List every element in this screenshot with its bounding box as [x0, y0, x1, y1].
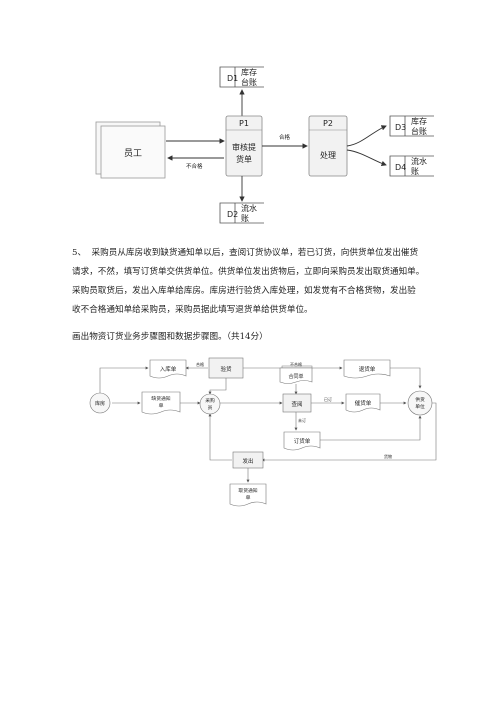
store-d3: D3 库存 台账 — [389, 115, 434, 137]
process-p2: P2 处理 — [308, 115, 348, 177]
doc-shortage-notice-line1: 缺货通知 — [151, 395, 170, 402]
doc-pickup-notice-line2: 单 — [246, 494, 251, 501]
entity-warehouse-label: 库房 — [95, 400, 105, 407]
process-acceptance-label: 验货 — [220, 365, 232, 373]
store-d4-label2: 账 — [411, 167, 419, 176]
question-5-line-4: 收不合格通知单给采购员，采购员据此填写退货单给供货单位。 — [72, 305, 313, 315]
question-5-line-1-text: 采购员从库房收到缺货通知单以后，查阅订货协议单，若已订货，向供货单位发出催货 — [91, 248, 419, 258]
doc-order-form: 订货单 — [283, 431, 321, 451]
question-number: 5、 — [72, 248, 87, 258]
entity-buyer-line2: 员 — [208, 405, 213, 411]
store-d1-label1: 库存 — [241, 67, 257, 77]
entity-employee: 员工 — [95, 121, 166, 179]
store-d1-label2: 台账 — [241, 77, 257, 87]
doc-pickup-notice-line1: 取货通知 — [238, 487, 257, 494]
flow-label-goods: 货物 — [384, 453, 392, 459]
store-d4-id: D4 — [395, 163, 406, 172]
store-d4-label1: 流水 — [411, 156, 427, 166]
data-flow-diagram: D1 库存 台账 员工 不合格 P1 审核提 货单 合格 D2 流水 账 P2 — [95, 66, 434, 224]
arrow-p2-to-d3 — [346, 125, 387, 147]
business-flowchart: 入库单 合格 验货 不合格 退货单 库房 缺货通知 单 采购 员 合同单 查阅 … — [89, 357, 437, 507]
doc-inbound-form: 入库单 — [149, 359, 187, 379]
process-p2-id: P2 — [323, 119, 333, 128]
store-d3-id: D3 — [395, 123, 406, 132]
entity-buyer-line1: 采购 — [205, 397, 215, 404]
entity-buyer: 采购 员 — [199, 393, 221, 415]
doc-shortage-notice-line2: 单 — [159, 402, 164, 409]
store-d3-label2: 台账 — [411, 126, 427, 136]
question-5-line-2: 请求，不然，填写订货单交供货单位。供货单位发出货物后，立即向采购员发出取货通知单… — [72, 267, 425, 277]
question-5-line-1: 5、 采购员从库房收到缺货通知单以后，查阅订货协议单，若已订货，向供货单位发出催… — [72, 244, 444, 263]
entity-supplier: 供货 单位 — [407, 390, 433, 416]
doc-urge-form-label: 催货单 — [355, 399, 372, 407]
process-p1-id: P1 — [239, 119, 249, 128]
doc-urge-form: 催货单 — [345, 393, 381, 413]
process-p1: P1 审核提 货单 — [225, 115, 263, 177]
doc-return-form: 退货单 — [343, 359, 391, 379]
label-pass: 合格 — [279, 133, 291, 141]
process-p1-line2: 货单 — [236, 154, 252, 164]
arrow-p2-to-d4 — [346, 149, 387, 167]
doc-return-form-label: 退货单 — [359, 365, 376, 373]
flow-label-pass: 合格 — [196, 361, 204, 367]
doc-contract-label: 合同单 — [288, 373, 303, 380]
process-ship: 发出 — [232, 451, 264, 469]
process-p1-line1: 审核提 — [232, 142, 256, 152]
store-d2: D2 流水 账 — [219, 202, 264, 224]
store-d2-label1: 流水 — [241, 203, 257, 213]
doc-pickup-notice: 取货通知 单 — [229, 483, 267, 507]
process-p2-label: 处理 — [320, 150, 336, 160]
process-lookup-label: 查阅 — [291, 400, 302, 408]
store-d1-id: D1 — [227, 74, 238, 83]
entity-employee-label: 员工 — [124, 148, 142, 159]
process-acceptance: 验货 — [208, 357, 244, 379]
question-5-line-3: 采购员取货后，发出入库单给库房。库房进行验货入库处理，如发觉有不合格货物，发出验 — [72, 286, 416, 296]
store-d2-id: D2 — [227, 210, 238, 219]
store-d3-label1: 库存 — [411, 116, 427, 126]
doc-shortage-notice: 缺货通知 单 — [141, 391, 181, 415]
process-ship-label: 发出 — [242, 457, 253, 465]
question-5-paragraph: 5、 采购员从库房收到缺货通知单以后，查阅订货协议单，若已订货，向供货单位发出催… — [72, 244, 444, 320]
entity-supplier-line2: 单位 — [415, 403, 425, 410]
entity-supplier-line1: 供货 — [415, 396, 425, 403]
flow-label-ordered: 已订 — [324, 396, 332, 402]
doc-inbound-form-label: 入库单 — [160, 365, 177, 373]
store-d4: D4 流水 账 — [389, 155, 434, 177]
store-d1: D1 库存 台账 — [219, 66, 264, 88]
entity-warehouse: 库房 — [89, 392, 111, 414]
process-lookup: 查阅 — [282, 393, 312, 413]
flow-label-not-ordered: 未订 — [298, 417, 306, 423]
label-reject: 不合格 — [186, 162, 203, 170]
flow-label-fail: 不合格 — [290, 361, 302, 367]
question-5-task: 画出物资订货业务步骤图和数据步骤图。（共14分） — [72, 332, 268, 342]
store-d2-label2: 账 — [241, 214, 249, 223]
doc-contract: 合同单 — [279, 365, 313, 384]
doc-order-form-label: 订货单 — [294, 437, 311, 445]
